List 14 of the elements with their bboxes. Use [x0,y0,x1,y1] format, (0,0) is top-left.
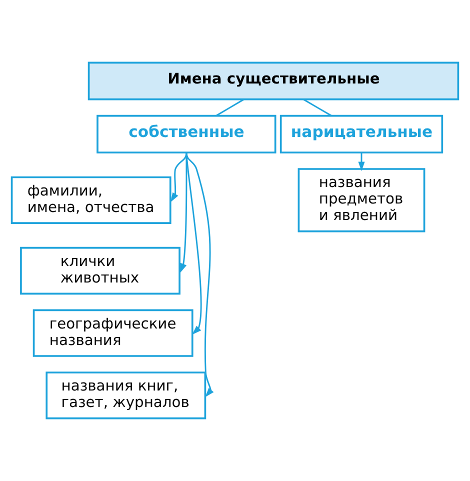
node-box: нарицательные [280,114,444,154]
node-box: названия книг, газет, журналов [46,372,206,420]
arrow [358,152,365,172]
arrow [186,152,214,398]
node-box: географические названия [32,309,194,357]
arrow [186,152,202,335]
node-box: собственные [96,114,276,154]
node-box: клички животных [20,246,180,295]
node-box: Имена существительные [88,62,460,100]
connector [216,98,244,116]
connector [303,98,332,116]
node-box: названия предметов и явлений [298,168,426,232]
node-box: фамилии, имена, отчества [10,176,172,224]
arrow [180,152,188,273]
